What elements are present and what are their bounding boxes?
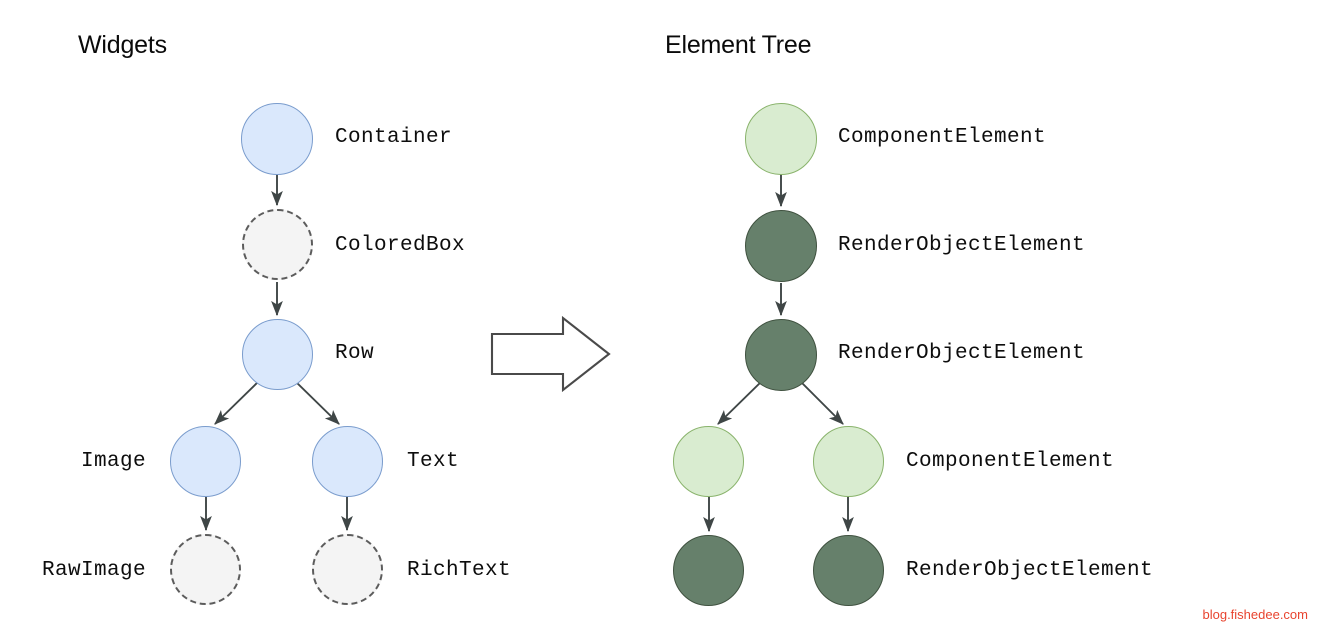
node-label-component-element-3: ComponentElement	[906, 450, 1115, 473]
node-label-rawimage: RawImage	[41, 559, 146, 582]
node-label-image: Image	[80, 450, 146, 473]
node-richtext[interactable]	[312, 534, 383, 605]
edge-row-text	[294, 380, 340, 425]
node-label-component-element-1: ComponentElement	[838, 126, 1047, 149]
node-render-object-element-4[interactable]	[813, 535, 884, 606]
node-label-container: Container	[335, 126, 453, 149]
node-render-object-element-1[interactable]	[745, 210, 817, 282]
edge-row-image	[214, 380, 260, 425]
node-coloredbox[interactable]	[242, 209, 313, 280]
node-image[interactable]	[170, 426, 241, 497]
node-component-element-3[interactable]	[813, 426, 884, 497]
node-render-object-element-2[interactable]	[745, 319, 817, 391]
node-text[interactable]	[312, 426, 383, 497]
edge-render2-component2	[717, 380, 763, 425]
panel-title-widgets: Widgets	[78, 31, 167, 59]
node-label-coloredbox: ColoredBox	[335, 234, 466, 257]
node-container[interactable]	[241, 103, 313, 175]
node-render-object-element-3[interactable]	[673, 535, 744, 606]
panel-title-element-tree: Element Tree	[665, 31, 812, 59]
watermark: blog.fishedee.com	[1202, 607, 1308, 622]
node-rawimage[interactable]	[170, 534, 241, 605]
node-component-element-2[interactable]	[673, 426, 744, 497]
node-row[interactable]	[242, 319, 313, 390]
node-label-render-object-element-4: RenderObjectElement	[906, 559, 1154, 582]
edge-render2-component3	[799, 380, 844, 425]
node-label-richtext: RichText	[407, 559, 512, 582]
node-label-text: Text	[407, 450, 460, 473]
node-label-render-object-element-2: RenderObjectElement	[838, 342, 1086, 365]
node-label-render-object-element-1: RenderObjectElement	[838, 234, 1086, 257]
transforms-to-arrow	[490, 315, 611, 393]
node-label-row: Row	[335, 342, 375, 365]
node-component-element-1[interactable]	[745, 103, 817, 175]
